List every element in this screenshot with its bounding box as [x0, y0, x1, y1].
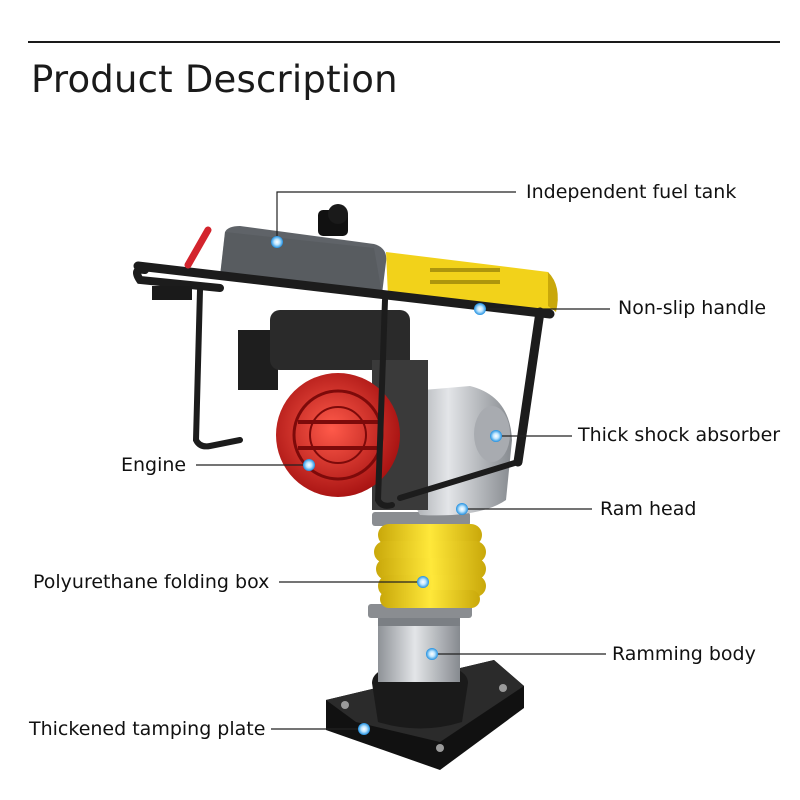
marker-fuel-tank: [271, 236, 283, 248]
marker-handle: [474, 303, 486, 315]
engine: [238, 310, 428, 510]
label-ramming-body: Ramming body: [612, 643, 756, 665]
label-folding-box: Polyurethane folding box: [33, 571, 270, 593]
callout-markers: [271, 236, 502, 735]
label-tamping-plate: Thickened tamping plate: [29, 718, 266, 740]
label-fuel-tank: Independent fuel tank: [526, 181, 737, 203]
marker-ramming-body: [426, 648, 438, 660]
throttle-lever-icon: [152, 226, 212, 300]
polyurethane-bellows: [368, 512, 486, 618]
marker-shock-absorber: [490, 430, 502, 442]
ramming-body: [372, 618, 468, 729]
label-handle: Non-slip handle: [618, 297, 767, 319]
marker-folding-box: [417, 576, 429, 588]
label-engine: Engine: [121, 454, 187, 476]
marker-tamping-plate: [358, 723, 370, 735]
leader-lines: [196, 191, 610, 730]
label-ram-head: Ram head: [600, 498, 697, 520]
marker-ram-head: [456, 503, 468, 515]
page-title: Product Description: [31, 58, 398, 101]
label-shock-absorber: Thick shock absorber: [578, 424, 781, 446]
top-rule: [28, 41, 780, 43]
marker-engine: [303, 459, 315, 471]
